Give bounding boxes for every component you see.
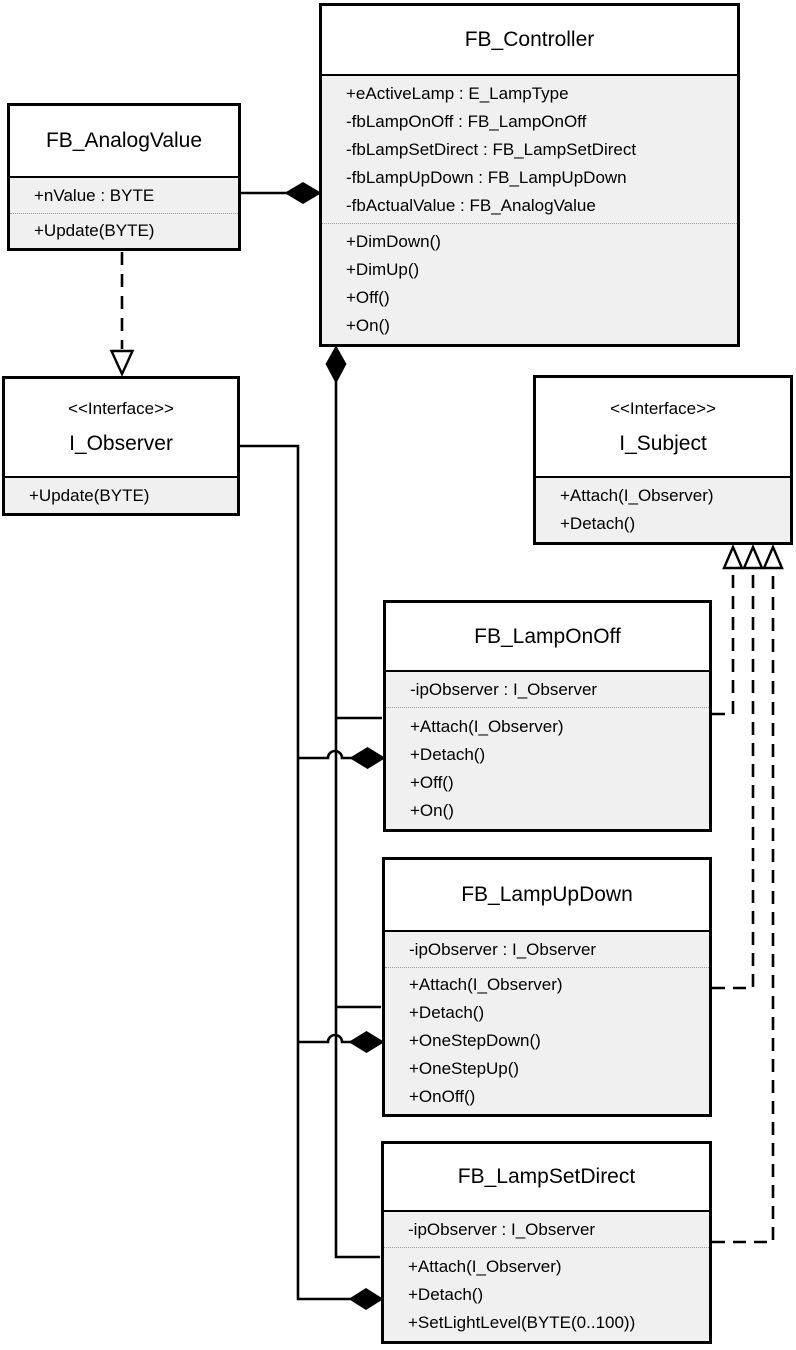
- realization-analogvalue-observer: [109, 252, 135, 377]
- class-title: FB_LampUpDown: [385, 860, 709, 930]
- stereotype-label: <<Interface>>: [68, 399, 174, 418]
- realization-triangle: [109, 349, 135, 377]
- method: +SetLightLevel(BYTE(0..100)): [408, 1312, 636, 1332]
- methods-section: +Update(BYTE): [10, 213, 238, 248]
- composition-controller-lamps: [325, 345, 382, 1259]
- methods-section: +Attach(I_Observer) +Detach() +OneStepDo…: [385, 967, 709, 1114]
- attribute: -fbActualValue : FB_AnalogValue: [346, 195, 596, 215]
- interface-title: <<Interface>> I_Subject: [536, 378, 790, 476]
- attribute: -fbLampOnOff : FB_LampOnOff: [346, 111, 587, 131]
- class-fb-controller: FB_Controller +eActiveLamp : E_LampType …: [319, 3, 740, 347]
- attributes-section: -ipObserver : I_Observer: [384, 1210, 709, 1247]
- attribute: -fbLampUpDown : FB_LampUpDown: [346, 167, 627, 187]
- interface-i-observer: <<Interface>> I_Observer +Update(BYTE): [2, 376, 240, 516]
- composition-diamond: [284, 181, 322, 205]
- composition-diamond: [348, 1030, 385, 1054]
- class-fb-lampupdown: FB_LampUpDown -ipObserver : I_Observer +…: [382, 857, 712, 1117]
- composition-diamond: [325, 345, 347, 384]
- method: +Detach(): [409, 1003, 485, 1022]
- class-fb-analogvalue: FB_AnalogValue +nValue : BYTE +Update(BY…: [7, 103, 241, 251]
- interface-name: I_Subject: [619, 431, 707, 455]
- realization-lampupdown-subject: [712, 543, 764, 990]
- interface-name: I_Observer: [69, 432, 173, 455]
- composition-diamond: [349, 746, 386, 770]
- composition-controller-analogvalue: [241, 181, 322, 205]
- attribute: -ipObserver : I_Observer: [408, 1219, 596, 1239]
- realization-triangle: [762, 543, 784, 570]
- class-fb-lamponoff: FB_LampOnOff -ipObserver : I_Observer +A…: [383, 600, 712, 832]
- composition-diamond: [348, 1287, 384, 1311]
- attributes-section: +nValue : BYTE: [10, 176, 238, 213]
- method: +Off(): [410, 772, 454, 792]
- class-title: FB_Controller: [322, 6, 737, 74]
- class-title: FB_LampOnOff: [386, 603, 709, 670]
- class-title: FB_AnalogValue: [10, 106, 238, 176]
- methods-section: +Attach(I_Observer) +Detach(): [536, 476, 790, 542]
- methods-section: +Update(BYTE): [5, 476, 237, 513]
- attribute: -ipObserver : I_Observer: [410, 679, 598, 699]
- realization-triangle: [722, 543, 744, 570]
- method: +DimUp(): [346, 260, 420, 279]
- attribute: -fbLampSetDirect : FB_LampSetDirect: [346, 139, 637, 159]
- method: +Attach(I_Observer): [409, 975, 563, 994]
- method: +On(): [410, 800, 454, 820]
- interface-i-subject: <<Interface>> I_Subject +Attach(I_Observ…: [533, 375, 793, 545]
- method: +Detach(): [408, 1284, 484, 1304]
- method: +DimDown(): [346, 232, 441, 251]
- method: +Attach(I_Observer): [560, 486, 714, 505]
- interface-title: <<Interface>> I_Observer: [5, 379, 237, 476]
- method: +Update(BYTE): [29, 485, 150, 505]
- realization-lamponoff-subject: [712, 543, 744, 716]
- method: +Off(): [346, 288, 390, 307]
- method: +Detach(): [410, 744, 486, 764]
- method: +On(): [346, 316, 390, 335]
- attribute: +eActiveLamp : E_LampType: [346, 83, 569, 103]
- methods-section: +Attach(I_Observer) +Detach() +Off() +On…: [386, 707, 709, 829]
- method: +OneStepUp(): [409, 1059, 520, 1078]
- class-fb-lampsetdirect: FB_LampSetDirect -ipObserver : I_Observe…: [381, 1141, 712, 1344]
- class-title: FB_LampSetDirect: [384, 1144, 709, 1210]
- method: +Update(BYTE): [34, 221, 155, 240]
- methods-section: +DimDown() +DimUp() +Off() +On(): [322, 223, 737, 344]
- methods-section: +Attach(I_Observer) +Detach() +SetLightL…: [384, 1247, 709, 1341]
- attributes-section: -ipObserver : I_Observer: [386, 670, 709, 707]
- method: +OnOff(): [409, 1087, 476, 1106]
- method: +Attach(I_Observer): [410, 716, 564, 736]
- realization-triangle: [742, 543, 764, 570]
- method: +Detach(): [560, 514, 636, 533]
- stereotype-label: <<Interface>>: [610, 398, 716, 418]
- method: +OneStepDown(): [409, 1031, 541, 1050]
- realization-lampsetdirect-subject: [712, 543, 784, 1244]
- attributes-section: +eActiveLamp : E_LampType -fbLampOnOff :…: [322, 74, 737, 223]
- attribute: -ipObserver : I_Observer: [409, 939, 597, 959]
- composition-lamps-observer: [240, 444, 386, 1311]
- attribute: +nValue : BYTE: [34, 185, 155, 205]
- method: +Attach(I_Observer): [408, 1256, 562, 1276]
- attributes-section: -ipObserver : I_Observer: [385, 930, 709, 967]
